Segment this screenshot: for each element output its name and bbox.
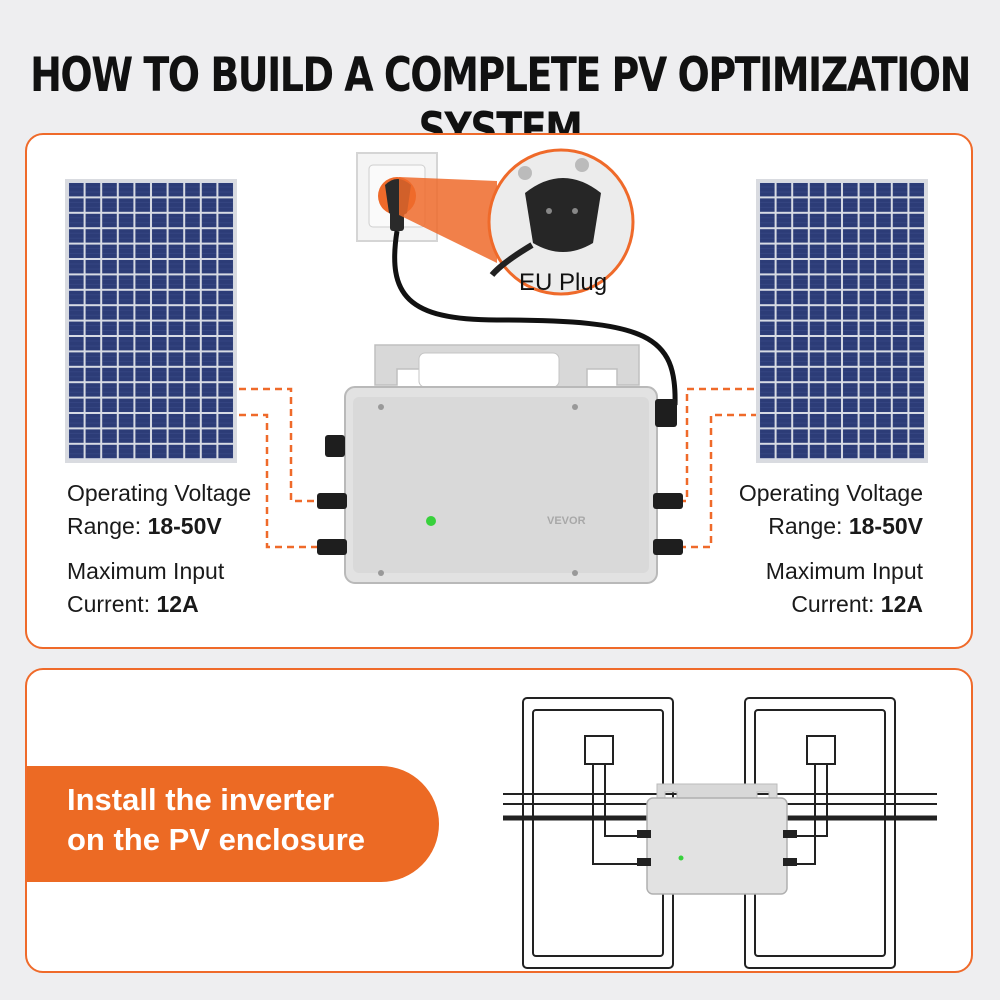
right-current-label: Maximum Input <box>765 558 923 584</box>
solar-panel-right <box>756 179 928 463</box>
left-voltage-label: Operating Voltage <box>67 480 252 506</box>
left-range-prefix: Range: <box>67 513 142 539</box>
page-title: HOW TO BUILD A COMPLETE PV OPTIMIZATION … <box>30 47 971 157</box>
left-spec-block: Operating Voltage Range: 18-50V Maximum … <box>67 477 251 621</box>
install-callout: Install the inverter on the PV enclosure <box>27 766 439 882</box>
right-voltage-label: Operating Voltage <box>738 480 923 506</box>
right-spec-block: Operating Voltage Range: 18-50V Maximum … <box>739 477 923 621</box>
left-current-label: Maximum Input <box>67 558 225 584</box>
solar-panel-left <box>65 179 237 463</box>
microinverter <box>317 344 683 584</box>
right-range-line: Range: 18-50V <box>739 510 923 543</box>
installation-panel: Install the inverter on the PV enclosure <box>25 668 973 973</box>
left-range-line: Range: 18-50V <box>67 510 251 543</box>
left-current-value: 12A <box>156 591 199 617</box>
install-line-2: on the PV enclosure <box>67 822 366 857</box>
left-current-line: Current: 12A <box>67 588 251 621</box>
right-range-prefix: Range: <box>768 513 843 539</box>
install-line-1: Install the inverter <box>67 782 335 817</box>
eu-plug-label: EU Plug <box>519 269 608 296</box>
right-range-value: 18-50V <box>848 513 923 539</box>
install-text: Install the inverter on the PV enclosure <box>67 780 365 860</box>
left-range-value: 18-50V <box>147 513 222 539</box>
eu-plug-zoom <box>487 148 635 296</box>
mounting-diagram <box>503 697 937 969</box>
right-current-line: Current: 12A <box>739 588 923 621</box>
right-current-value: 12A <box>880 591 923 617</box>
left-current-prefix: Current: <box>67 591 151 617</box>
inverter-wiring-illustration <box>239 148 756 584</box>
inverter-brand: VEVOR <box>547 515 586 527</box>
system-overview-panel: VEVOR EU Plug Operating Voltage Range: 1… <box>25 133 973 649</box>
right-current-prefix: Current: <box>791 591 875 617</box>
